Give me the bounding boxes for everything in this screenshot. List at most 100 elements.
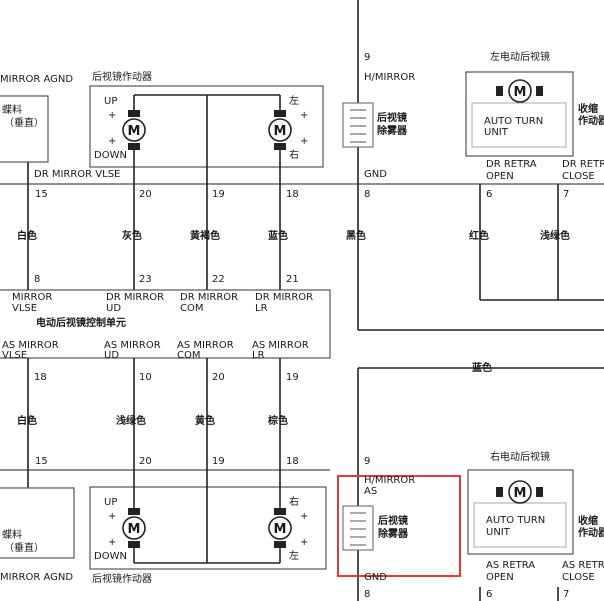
wire-label-gray: 灰色	[122, 229, 142, 242]
cu-bottom-label-1a: AS MIRROR	[2, 340, 59, 351]
heater-highlight-box	[337, 475, 461, 577]
top-ground-box	[0, 95, 49, 163]
top-pin-19: 19	[212, 189, 225, 200]
top-left-label: 左	[289, 94, 299, 107]
top-motor-lr-symbol: M	[274, 124, 287, 139]
wire-label-blue: 蓝色	[268, 229, 288, 242]
cu-bottom-pin-19: 19	[286, 372, 299, 383]
cu-bottom-label-4a: AS MIRROR	[252, 340, 309, 351]
wire-label-black: 黑色	[346, 229, 366, 242]
bottom-motor-ud: M	[122, 508, 146, 548]
bottom-plus-1: +	[108, 511, 116, 522]
bottom-right-label: 右	[289, 495, 299, 508]
cu-top-pin-8: 8	[34, 274, 40, 285]
top-motor-ud-symbol: M	[128, 124, 141, 139]
bottom-motor-lr-symbol: M	[274, 522, 287, 537]
top-pin-18: 18	[286, 189, 299, 200]
bottom-motor-ud-symbol: M	[128, 522, 141, 537]
bottom-pin-15: 15	[35, 456, 48, 467]
bottom-fold-motor: M	[496, 480, 543, 504]
bottom-heater-name-2: 除雾器	[378, 527, 409, 540]
top-fold-label-2: 作动器	[578, 114, 604, 127]
cu-bottom-label-4b: LR	[252, 350, 265, 361]
top-retra-close-1: DR RETR	[562, 159, 604, 170]
bottom-auto-turn-1: AUTO TURN	[486, 515, 545, 526]
top-heater-pin-top: 9	[364, 52, 370, 63]
cu-bottom-label-3b: COM	[177, 350, 200, 361]
bottom-auto-turn-2: UNIT	[486, 527, 511, 538]
bottom-plus-4: +	[300, 537, 308, 548]
top-right-label: 右	[289, 148, 299, 161]
wire-label-tan: 黄褐色	[190, 229, 220, 242]
bottom-heater-pin-bottom: 8	[364, 589, 370, 600]
bottom-heater-gnd: GND	[364, 572, 387, 583]
top-ground-text: MIRROR AGND	[0, 74, 73, 85]
top-up-label: UP	[104, 96, 117, 107]
cu-bottom-label-2b: UD	[104, 350, 119, 361]
bottom-actuator-title: 后视镜作动器	[92, 572, 152, 585]
top-heater-hmirror: H/MIRROR	[364, 72, 415, 83]
cu-bottom-pin-10: 10	[139, 372, 152, 383]
bottom-retra-close-2: CLOSE	[562, 572, 595, 583]
bottom-fold-label-1: 收缩	[578, 514, 598, 527]
bottom-fold-motor-symbol: M	[514, 486, 527, 501]
top-motor-ud: M	[122, 110, 146, 150]
bottom-plus-3: +	[300, 511, 308, 522]
bottom-right-mirror-title: 右电动后视镜	[490, 450, 550, 463]
top-left-mirror-title: 左电动后视镜	[490, 50, 550, 63]
bottom-pin-19: 19	[212, 456, 225, 467]
top-auto-turn-2: UNIT	[484, 127, 509, 138]
top-vlse-label: DR MIRROR VLSE	[34, 169, 120, 180]
bottom-ground-note-2: （垂直）	[4, 541, 44, 554]
cu-top-label-2a: DR MIRROR	[106, 292, 164, 303]
top-fold-motor-symbol: M	[514, 85, 527, 100]
top-heater-gnd: GND	[364, 169, 387, 180]
top-auto-turn-1: AUTO TURN	[484, 116, 543, 127]
top-retra-close-2: CLOSE	[562, 171, 595, 182]
top-pin-7: 7	[563, 189, 569, 200]
top-fold-label-1: 收缩	[578, 102, 598, 115]
cu-top-label-1a: MIRROR	[12, 292, 52, 303]
top-plus-3: +	[300, 110, 308, 121]
bottom-plus-2: +	[108, 537, 116, 548]
cu-top-label-3b: COM	[180, 303, 203, 314]
bottom-retra-open-1: AS RETRA	[486, 560, 535, 571]
bottom-left-label: 左	[289, 549, 299, 562]
top-ground-note-2: （垂直）	[4, 116, 44, 129]
bottom-ground-note-1: 蝶料	[2, 528, 22, 541]
top-auto-turn-box	[471, 102, 567, 148]
top-actuator-title: 后视镜作动器	[92, 70, 152, 83]
top-pin-8: 8	[364, 189, 370, 200]
cu-top-label-4b: LR	[255, 303, 268, 314]
wire-label-red: 红色	[469, 229, 489, 242]
bottom-up-label: UP	[104, 497, 117, 508]
cu-bottom-label-1b: VLSE	[2, 350, 27, 361]
bottom-ground-text: MIRROR AGND	[0, 572, 73, 583]
blue-wire-label: 蓝色	[472, 361, 492, 374]
top-retra-open-1: DR RETRA	[486, 159, 537, 170]
bottom-heater-element	[342, 505, 374, 551]
top-pin-15: 15	[35, 189, 48, 200]
bottom-ground-box	[0, 487, 75, 559]
control-unit-box	[0, 289, 331, 359]
top-retra-open-2: OPEN	[486, 171, 514, 182]
top-pin-20: 20	[139, 189, 152, 200]
bottom-heater-hmirror-1: H/MIRROR	[364, 475, 415, 486]
cu-bottom-pin-20: 20	[212, 372, 225, 383]
top-motor-lr: M	[268, 110, 292, 150]
bottom-pin-7: 7	[563, 589, 569, 600]
top-heater-name-1: 后视镜	[377, 111, 407, 124]
bottom-fold-label-2: 作动器	[578, 526, 604, 539]
cu-top-label-4a: DR MIRROR	[255, 292, 313, 303]
bottom-heater-hmirror-2: AS	[364, 486, 377, 497]
cu-bottom-pin-18: 18	[34, 372, 47, 383]
bottom-pin-18: 18	[286, 456, 299, 467]
bottom-heater-pin-top: 9	[364, 456, 370, 467]
bottom-motor-lr: M	[268, 508, 292, 548]
top-fold-motor: M	[496, 79, 543, 103]
bottom-retra-close-1: AS RETR	[562, 560, 604, 571]
bottom-pin-6: 6	[486, 589, 492, 600]
wire-label-white-b: 白色	[17, 414, 37, 427]
top-plus-2: +	[108, 136, 116, 147]
